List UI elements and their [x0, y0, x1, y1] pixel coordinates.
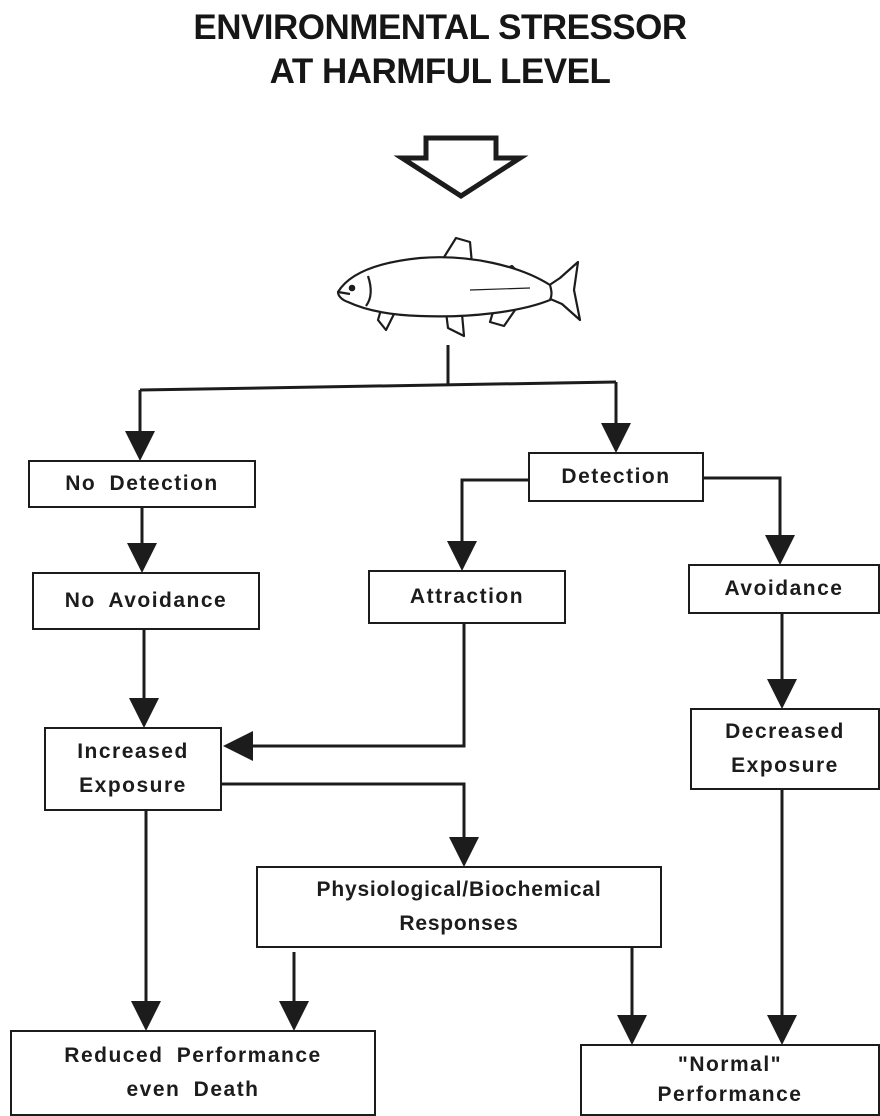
- node-reduced-performance-line1: Reduced Performance: [64, 1044, 322, 1067]
- connector-detection-to-avoidance: [702, 476, 795, 565]
- node-normal-performance-line1: "Normal": [677, 1053, 783, 1076]
- node-decreased-exposure-line2: Exposure: [731, 754, 839, 777]
- connector-detection-to-attraction: [447, 478, 528, 571]
- node-avoidance: Avoidance: [688, 564, 880, 614]
- node-decreased-exposure-line1: Decreased: [725, 720, 845, 743]
- node-increased-exposure: Increased Exposure: [44, 727, 222, 811]
- node-no-avoidance: No Avoidance: [32, 572, 260, 630]
- node-avoidance-label: Avoidance: [724, 577, 844, 600]
- diagram-title-line2: AT HARMFUL LEVEL: [269, 52, 611, 91]
- diagram-title-line1: ENVIRONMENTAL STRESSOR: [193, 8, 687, 47]
- node-no-detection: No Detection: [28, 460, 256, 508]
- node-reduced-performance: Reduced Performance even Death: [10, 1030, 376, 1116]
- node-normal-performance-line2: Performance: [657, 1083, 803, 1106]
- node-physiological-responses: Physiological/Biochemical Responses: [256, 866, 662, 948]
- connector-increased-exposure-to-physiological: [222, 782, 479, 867]
- connector-attraction-to-increased-exposure: [223, 624, 466, 761]
- node-attraction-label: Attraction: [409, 585, 525, 608]
- node-decreased-exposure: Decreased Exposure: [690, 708, 880, 790]
- node-physiological-line1: Physiological/Biochemical: [316, 878, 602, 901]
- node-increased-exposure-line1: Increased: [77, 740, 189, 763]
- node-attraction: Attraction: [368, 570, 566, 624]
- node-no-avoidance-label: No Avoidance: [64, 589, 228, 612]
- fish-icon: [336, 236, 582, 338]
- hollow-down-arrow-icon: [393, 135, 529, 199]
- node-detection: Detection: [528, 452, 704, 502]
- node-increased-exposure-line2: Exposure: [79, 774, 187, 797]
- node-no-detection-label: No Detection: [65, 472, 219, 495]
- node-reduced-performance-line2: even Death: [126, 1078, 260, 1101]
- node-physiological-line2: Responses: [399, 912, 519, 935]
- connector-split-horizontal: [139, 380, 617, 392]
- node-detection-label: Detection: [561, 465, 671, 488]
- node-normal-performance: "Normal" Performance: [580, 1044, 880, 1116]
